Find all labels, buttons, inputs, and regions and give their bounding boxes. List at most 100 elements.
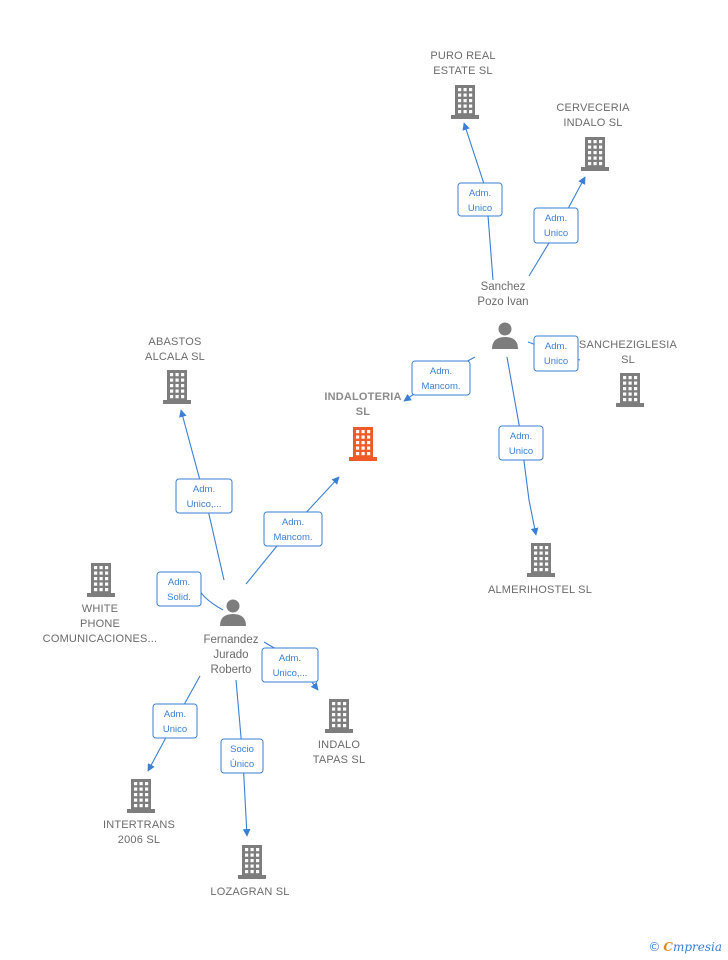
role-text-line: Socio [230,744,254,755]
role-text-line: Solid. [167,592,191,603]
company-name-line: ABASTOS [148,336,201,348]
company-name-line: SL [356,406,371,418]
role-text-line: Unico [468,203,492,214]
building-icon [87,563,115,597]
building-icon [581,137,609,171]
building-icon [163,370,191,404]
role-text-line: Unico [163,724,187,735]
edge-role-label[interactable]: Adm. Unico [498,425,544,461]
company-node-puro-real-estate[interactable]: PURO REAL ESTATE SL [430,50,495,119]
company-node-sancheziglesia[interactable]: SANCHEZIGLESIA SL [579,339,678,407]
edge-sanchez-pozo-to-almerihostel [506,356,539,536]
person-name-line: Pozo Ivan [477,296,528,308]
role-badge-box [533,335,579,372]
role-text-line: Adm. [510,431,532,442]
building-icon [127,779,155,813]
edge-role-label[interactable]: Adm. Unico,... [175,478,233,514]
building-icon [238,845,266,879]
role-text-line: Unico [544,356,568,367]
role-badge-box [533,207,579,244]
company-name-line: ALMERIHOSTEL SL [488,584,592,596]
nodes-layer: INDALOTERIA SL PURO REAL ESTATE SL CERVECERI… [43,50,678,898]
role-text-line: Adm. [193,484,215,495]
company-name-line: INDALOTERIA [324,391,401,403]
role-badge-box [156,571,202,607]
company-node-intertrans[interactable]: INTERTRANS 2006 SL [103,779,175,846]
edge-labels-layer: Adm.UnicoAdm.UnicoAdm.UnicoAdm.Mancom.Ad… [152,182,579,774]
company-name-line: PURO REAL [430,50,495,62]
role-text-line: Adm. [282,517,304,528]
company-name-line: SL [621,354,635,366]
edge-role-label[interactable]: Adm. Mancom. [411,360,471,396]
role-text-line: Unico [544,228,568,239]
company-name-line: INTERTRANS [103,819,175,831]
person-icon [220,599,246,626]
role-text-line: Adm. [279,653,301,664]
building-icon [325,699,353,733]
edge-role-label[interactable]: Adm. Unico [457,182,503,217]
edge-role-label[interactable]: Adm. Mancom. [263,511,323,547]
person-name-line: Roberto [211,664,252,676]
company-name-line: COMUNICACIONES... [43,633,158,645]
role-text-line: Adm. [545,341,567,352]
role-badge-box [175,478,233,514]
company-node-indaloteria[interactable]: INDALOTERIA SL [324,391,401,461]
edge-role-label[interactable]: Adm. Unico [533,335,579,372]
building-icon [349,427,377,461]
building-icon [451,85,479,119]
company-name-line: PHONE [80,618,120,630]
company-name-line: ESTATE SL [433,65,492,77]
company-name-line: 2006 SL [118,834,160,846]
person-icon [492,322,518,349]
role-text-line: Unico [509,446,533,457]
person-name-line: Sanchez [481,281,526,293]
role-badge-box [457,182,503,217]
role-badge-box [498,425,544,461]
person-name-line: Jurado [213,649,248,661]
company-node-abastos-alcala[interactable]: ABASTOS ALCALA SL [145,336,205,404]
company-node-cerveceria-indalo[interactable]: CERVECERIA INDALO SL [556,102,630,171]
company-name-line: WHITE [82,603,118,615]
company-name-line: TAPAS SL [313,754,366,766]
company-name-line: LOZAGRAN SL [210,886,289,898]
company-name-line: SANCHEZIGLESIA [579,339,678,351]
company-name-line: INDALO SL [563,117,622,129]
edge-role-label[interactable]: Adm. Unico [533,207,579,244]
role-text-line: Mancom. [421,381,460,392]
role-text-line: Adm. [545,213,567,224]
brand-initial: C [663,940,673,954]
role-text-line: Unico,... [187,499,222,510]
copyright-symbol: © [648,940,661,954]
company-node-white-phone[interactable]: WHITE PHONE COMUNICACIONES... [43,563,158,645]
role-badge-box [261,647,319,683]
company-node-lozagran[interactable]: LOZAGRAN SL [210,845,289,898]
role-text-line: Único [230,759,254,770]
building-icon [616,373,644,407]
role-text-line: Unico,... [273,668,308,679]
role-text-line: Adm. [164,709,186,720]
role-badge-box [263,511,323,547]
role-badge-box [220,738,264,774]
building-icon [527,543,555,577]
edge-fernandez-jurado-to-white-phone [199,589,224,611]
empresia-watermark[interactable]: ©Cmpresia [648,940,722,954]
edge-role-label[interactable]: Adm. Unico,... [261,647,319,683]
edge-role-label[interactable]: Adm.Solid. [156,571,202,607]
company-name-line: CERVECERIA [556,102,630,114]
role-text-line: Adm. [430,366,452,377]
brand-name: mpresia [672,940,722,954]
company-node-almerihostel[interactable]: ALMERIHOSTEL SL [488,543,592,596]
person-name-line: Fernandez [204,634,259,646]
company-name-line: INDALO [318,739,360,751]
company-name-line: ALCALA SL [145,351,205,363]
company-node-indalo-tapas[interactable]: INDALO TAPAS SL [313,699,366,766]
role-text-line: Mancom. [273,532,312,543]
role-badge-box [152,703,198,739]
role-badge-box [411,360,471,396]
edge-role-label[interactable]: Adm. Unico [152,703,198,739]
role-text-line: Adm. [469,188,491,199]
